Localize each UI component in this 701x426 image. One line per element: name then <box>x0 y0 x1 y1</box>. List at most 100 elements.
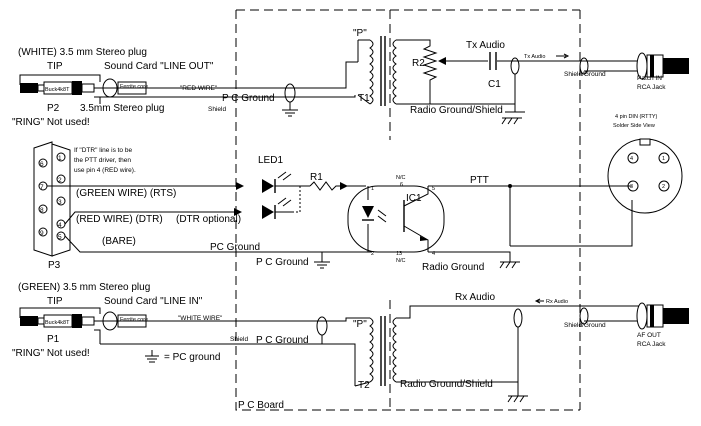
bottom-tip-label: TIP <box>47 296 63 307</box>
ic-nc-bottom: N/C <box>396 258 406 264</box>
top-shield-label: Shield <box>208 106 226 113</box>
bottom-shield-ground-label: Shield/Ground <box>564 322 606 329</box>
transformer-t2-icon <box>354 305 640 387</box>
din-pin-4: 4 <box>630 156 633 162</box>
top-pc-ground-label: P C Ground <box>222 93 275 104</box>
top-plug-title: (WHITE) 3.5 mm Stereo plug <box>18 47 147 58</box>
potentiometer-r2-icon <box>410 39 452 105</box>
din-pin-2: 2 <box>662 184 665 190</box>
tx-audio-label: Tx Audio <box>466 40 505 51</box>
bottom-ferrite-label: Ferrite core <box>120 317 148 323</box>
pc-ground-legend-icon <box>145 350 159 363</box>
ic-pin-6: 6 <box>400 182 403 188</box>
rca-jack-patch-in-icon <box>584 52 689 80</box>
bottom-jack-label-2: RCA Jack <box>637 341 666 348</box>
dtr-note-1: If "DTR" line is to be <box>74 147 132 154</box>
middle-pc-ground-2-label: P C Ground <box>256 257 309 268</box>
resistor-r1-icon <box>309 181 366 191</box>
db9-pin-8: 8 <box>40 207 44 214</box>
top-jack-label-2: RCA Jack <box>637 84 666 91</box>
top-ring-note: "RING" Not used! <box>12 117 90 128</box>
db9-pin-1: 1 <box>58 155 62 162</box>
db9-pin-5: 5 <box>58 234 62 241</box>
bottom-shield-label: Shield <box>230 336 248 343</box>
c1-ref: C1 <box>488 79 501 90</box>
radio-ground-label: Radio Ground <box>422 262 484 273</box>
t1-p-label: "P" <box>353 28 367 39</box>
p1-ref: P1 <box>47 334 60 345</box>
radio-ground-symbol-bottom-icon <box>507 395 528 403</box>
green-wire-label: (GREEN WIRE) (RTS) <box>76 188 176 199</box>
dtr-note-2: the PTT driver, then <box>74 157 131 164</box>
white-wire-label: "WHITE WIRE" <box>178 315 223 322</box>
top-ferrite-label: Ferrite core <box>120 84 148 90</box>
rca-jack-af-out-icon <box>584 302 689 330</box>
ic-pin-2: 2 <box>371 251 374 257</box>
bottom-plug-title: (GREEN) 3.5 mm Stereo plug <box>18 282 150 293</box>
din-pin-1: 1 <box>662 156 665 162</box>
t2-p-label: "P" <box>353 319 367 330</box>
db9-pin-7: 7 <box>40 184 44 191</box>
top-shield-ground-label: Shield/Ground <box>564 71 606 78</box>
top-cable-shield <box>284 83 296 103</box>
p3-ref: P3 <box>48 260 61 271</box>
optocoupler-ic1-icon <box>347 185 445 253</box>
ic-pin-4: 4 <box>432 251 435 257</box>
pc-board-label: P C Board <box>238 400 284 411</box>
bare-label: (BARE) <box>102 236 136 247</box>
p2-brand: Buck4k8T <box>45 87 70 93</box>
top-jack-label-1: Patch IN <box>637 75 662 82</box>
top-coax-shield <box>510 57 520 75</box>
rx-audio-label: Rx Audio <box>455 292 495 303</box>
db9-connector-p3-icon <box>33 141 71 257</box>
red-wire-dtr-label: (RED WIRE) (DTR) <box>76 214 163 225</box>
din-pin-3: 3 <box>630 184 633 190</box>
top-tip-label: TIP <box>47 61 63 72</box>
bottom-ring-note: "RING" Not used! <box>12 348 90 359</box>
ptt-label: PTT <box>470 175 489 186</box>
db9-pin-3: 3 <box>58 199 62 206</box>
bottom-section: (GREEN) 3.5 mm Stereo plug TIP Sound Car… <box>12 282 689 411</box>
led1-icon <box>262 171 310 193</box>
pc-ground-symbol-top-icon <box>282 109 298 117</box>
bottom-coax-shield <box>513 308 523 328</box>
middle-section: 1 2 3 4 5 6 7 8 9 P3 If "DTR" line is to… <box>33 114 683 273</box>
top-sound-card-label: Sound Card "LINE OUT" <box>104 61 214 72</box>
p1-brand: Buck4k8T <box>45 320 70 326</box>
dtr-note-3: use pin 4 (RED wire). <box>74 167 136 174</box>
ic-pin-1: 1 <box>371 186 374 192</box>
db9-pin-6: 6 <box>40 161 44 168</box>
top-radio-ground-shield: Radio Ground/Shield <box>410 105 503 116</box>
bottom-cable-shield <box>316 316 328 336</box>
db9-pin-4: 4 <box>58 222 62 229</box>
top-section: (WHITE) 3.5 mm Stereo plug TIP Sound Car… <box>12 28 689 128</box>
ic-pin-13: 13 <box>396 251 402 257</box>
dtr-optional-label: (DTR optional) <box>176 214 241 225</box>
bottom-sound-card-label: Sound Card "LINE IN" <box>104 296 203 307</box>
db9-pin-9: 9 <box>40 230 44 237</box>
din-connector-icon <box>509 138 683 247</box>
t1-ref: T1 <box>358 93 370 104</box>
tx-audio-small-label: Tx Audio <box>524 54 545 60</box>
top-stereo-plug-label: 3.5mm Stereo plug <box>80 103 165 114</box>
led-dtr-icon <box>262 186 301 219</box>
stereo-plug-p2-icon: Buck4k8T <box>20 81 95 95</box>
pc-board-outline <box>235 9 581 411</box>
bottom-radio-ground-shield: Radio Ground/Shield <box>400 379 493 390</box>
pc-ground-legend: = PC ground <box>164 352 220 363</box>
radio-ground-symbol-mid-icon <box>499 261 520 269</box>
middle-pc-ground-label: PC Ground <box>210 242 260 253</box>
din-title-2: Solder Side View <box>613 123 655 129</box>
r2-ref: R2 <box>412 58 425 69</box>
bottom-pc-ground-label: P C Ground <box>256 335 309 346</box>
t2-ref: T2 <box>358 380 370 391</box>
radio-ground-symbol-top-icon <box>501 117 522 125</box>
ic-pin-5: 5 <box>432 186 435 192</box>
din-title-1: 4 pin DIN (RTTY) <box>615 114 658 120</box>
ic1-ref: IC1 <box>406 193 422 204</box>
stereo-plug-p1-icon: Buck4k8T <box>20 314 95 328</box>
p2-ref: P2 <box>47 103 60 114</box>
ic-nc-top: N/C <box>396 175 406 181</box>
capacitor-c1-icon <box>489 52 497 70</box>
